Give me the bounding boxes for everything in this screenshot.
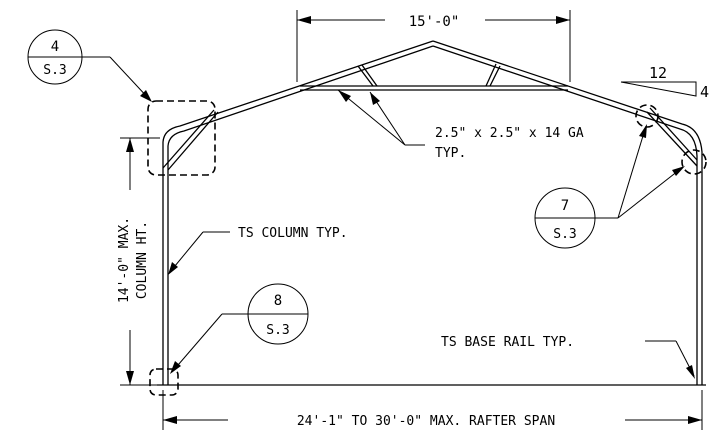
brace-note-line2: TYP. [435, 146, 466, 161]
brace-note: 2.5" x 2.5" x 14 GA TYP. [337, 89, 584, 161]
knee-brace-left [162, 109, 215, 169]
top-span-dimension: 15'-0" [296, 10, 571, 82]
detail-7-cloud-a [635, 104, 659, 128]
detail-8-arrow [170, 361, 181, 374]
column-height-line1: 14'-0" MAX. [117, 217, 132, 303]
detail-callout-4: 4 S.3 [27, 29, 216, 176]
detail-callout-7: 7 S.3 [534, 104, 707, 249]
left-rafter [162, 40, 434, 143]
detail-8-sheet: S.3 [266, 323, 289, 338]
bottom-dim-arrow-right [688, 416, 702, 424]
slope-run: 12 [649, 64, 667, 82]
column-note: TS COLUMN TYP. [168, 226, 348, 275]
bottom-span-label: 24'-1" TO 30'-0" MAX. RAFTER SPAN [297, 414, 555, 429]
top-dim-arrow-left [297, 16, 311, 24]
column-note-text: TS COLUMN TYP. [238, 226, 348, 241]
detail-8-number: 8 [274, 293, 282, 309]
detail-8-leader [171, 313, 223, 373]
slope-rise: 4 [700, 83, 709, 101]
brace-arrow-b [370, 92, 380, 105]
top-span-label: 15'-0" [409, 14, 460, 30]
brace-leader-a [337, 89, 406, 146]
detail-callout-8: 8 S.3 [149, 283, 309, 396]
bottom-span-dimension: 24'-1" TO 30'-0" MAX. RAFTER SPAN [162, 390, 703, 430]
slope-triangle [620, 81, 697, 97]
slope-indicator: 12 4 [620, 64, 709, 101]
knee-brace-left-b [167, 111, 219, 171]
height-dim-arrow-bottom [126, 371, 134, 385]
brace-arrow-a [338, 90, 351, 102]
right-rafter-inner [432, 45, 698, 157]
base-rail-arrow [686, 365, 695, 379]
detail-7-leader-a [617, 125, 647, 219]
column-height-dimension: 14'-0" MAX. COLUMN HT. [117, 137, 160, 386]
top-dim-arrow-right [556, 16, 570, 24]
frame-structure [157, 40, 706, 386]
base-rail-note-text: TS BASE RAIL TYP. [441, 335, 574, 350]
detail-4-sheet: S.3 [43, 63, 66, 78]
detail-7-cloud-b [681, 149, 707, 175]
height-dim-arrow-top [126, 138, 134, 152]
collar-brace-left [357, 65, 374, 87]
column-height-line2: COLUMN HT. [135, 221, 150, 299]
detail-7-leader-b [617, 166, 684, 219]
detail-8-cloud [149, 368, 179, 396]
detail-7-sheet: S.3 [553, 227, 576, 242]
collar-brace-right-b [489, 65, 501, 87]
left-rafter-inner [167, 45, 434, 147]
detail-7-arrow-a [639, 124, 647, 138]
detail-7-arrow-b [672, 166, 685, 176]
column-arrow [168, 262, 178, 275]
collar-brace-right [485, 63, 497, 87]
bottom-dim-arrow-left [163, 416, 177, 424]
base-rail-note: TS BASE RAIL TYP. [441, 335, 695, 379]
detail-7-number: 7 [561, 198, 569, 214]
collar-brace-left-b [361, 64, 378, 87]
detail-4-number: 4 [51, 39, 59, 55]
detail-4-arrow [140, 90, 152, 102]
knee-brace-right-b [646, 111, 698, 167]
brace-note-line1: 2.5" x 2.5" x 14 GA [435, 126, 584, 141]
right-rafter [432, 40, 703, 153]
